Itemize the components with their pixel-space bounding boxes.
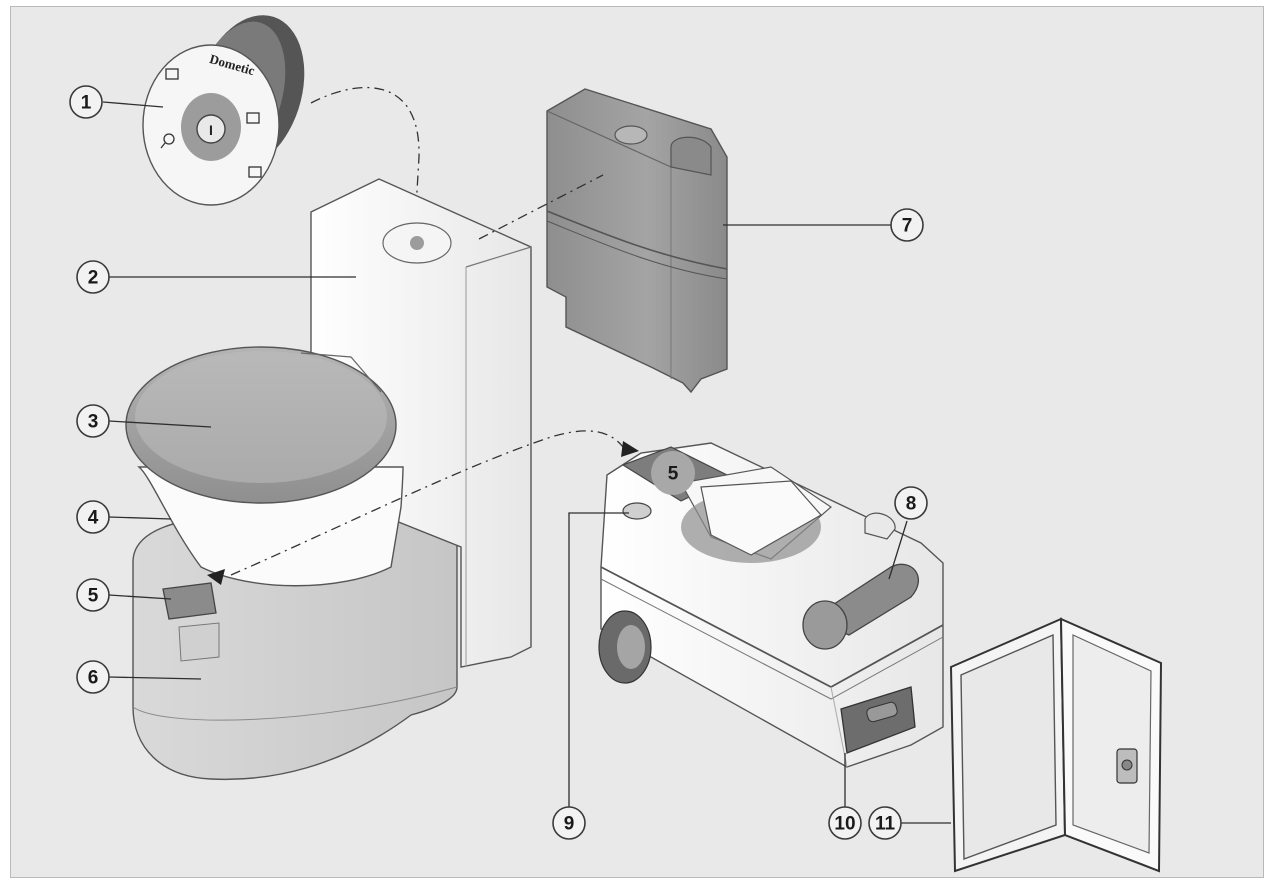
- callout-6: 6: [76, 660, 202, 694]
- blade-opener-handle: [162, 582, 217, 620]
- callout-2: 2: [76, 260, 356, 294]
- insert-arrow-head: [207, 569, 225, 585]
- callout-3-label: 3: [88, 412, 99, 433]
- exploded-diagram: I Dometic 1 2: [69, 15, 1163, 873]
- callout-1: 1: [69, 85, 164, 119]
- callout-3: 3: [76, 404, 212, 438]
- cassette-removal-path: [230, 430, 624, 576]
- panel-assembly-path: [310, 87, 420, 226]
- callout-5: 5: [76, 578, 172, 612]
- callout-5b-label: 5: [668, 464, 679, 485]
- callout-6-label: 6: [88, 668, 99, 689]
- callout-7: 7: [723, 208, 924, 242]
- power-symbol: I: [209, 122, 213, 138]
- panel-symbol-icons: [160, 68, 262, 178]
- exploded-view-figure: I Dometic 1 2: [10, 6, 1264, 878]
- callout-1-label: 1: [81, 93, 92, 114]
- callout-2-label: 2: [88, 268, 99, 289]
- callout-4-label: 4: [88, 508, 99, 529]
- callout-10: 10: [828, 753, 862, 840]
- callout-9: 9: [552, 512, 629, 840]
- tank-assembly-path: [478, 174, 604, 240]
- flush-water-tank: [546, 88, 728, 394]
- callout-9-label: 9: [564, 814, 575, 835]
- callout-7-label: 7: [902, 216, 913, 237]
- callout-11: 11: [868, 806, 951, 840]
- service-door: [949, 617, 1163, 873]
- callout-5-label: 5: [88, 586, 99, 607]
- callout-4: 4: [76, 500, 172, 534]
- callout-8: 8: [888, 486, 928, 580]
- callout-11-label: 11: [875, 814, 896, 835]
- callout-10-label: 10: [834, 814, 855, 835]
- callout-8-label: 8: [906, 494, 917, 515]
- toilet-unit: [125, 178, 532, 781]
- control-panel: I Dometic: [142, 15, 305, 206]
- waste-cassette: [598, 442, 944, 768]
- removal-arrow-head: [621, 441, 639, 457]
- callout-5b: 5: [651, 451, 695, 495]
- cassette-wheel: [598, 610, 652, 684]
- door-lock-icon: [1116, 748, 1138, 784]
